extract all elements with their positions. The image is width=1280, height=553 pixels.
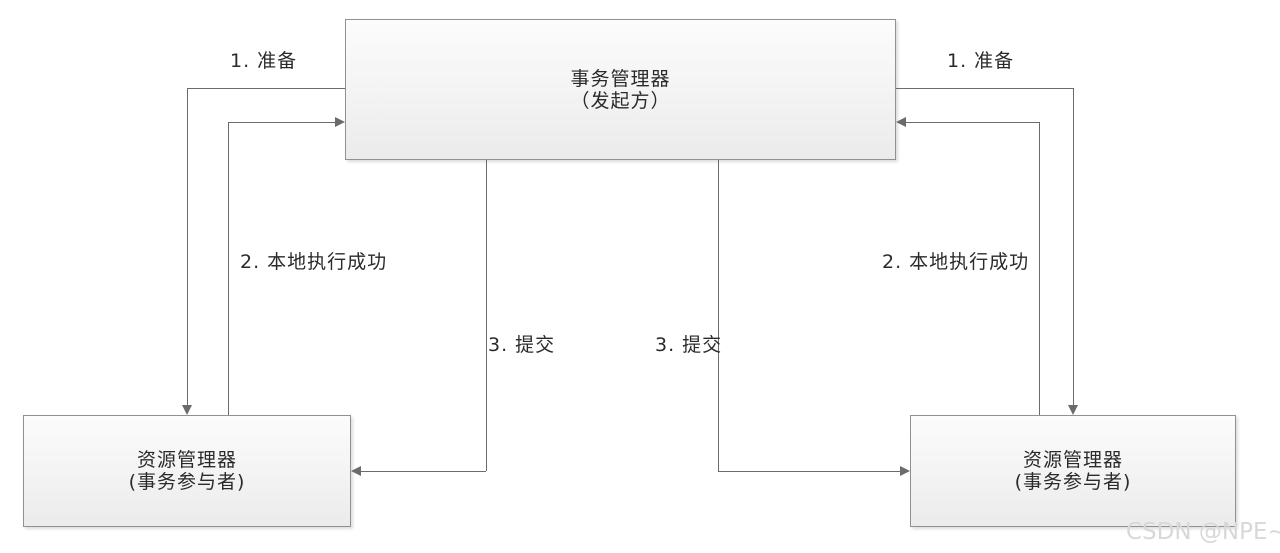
arrowhead-down-icon — [182, 405, 192, 415]
connector-line-commit-right-vertical — [718, 160, 719, 471]
arrowhead-left-icon — [351, 466, 361, 476]
node-transaction-manager-subtitle: （发起方） — [570, 89, 671, 112]
edge-label-commit-left: 3. 提交 — [488, 334, 556, 356]
edge-label-commit-right: 3. 提交 — [655, 334, 723, 356]
connector-line-prepare-right-horizontal — [896, 88, 1073, 89]
csdn-watermark: CSDN @NPE~ — [1126, 519, 1280, 545]
node-resource-manager-left-title: 资源管理器 — [136, 449, 237, 471]
node-resource-manager-right-subtitle: (事务参与者) — [1014, 471, 1132, 493]
arrowhead-right-icon — [900, 466, 910, 476]
arrowhead-right-icon — [335, 117, 345, 127]
connector-line-success-left-horizontal — [228, 122, 337, 123]
connector-line-prepare-left-horizontal — [187, 88, 345, 89]
connector-line-commit-left-horizontal — [360, 471, 486, 472]
node-transaction-manager: 事务管理器 （发起方） — [345, 19, 896, 160]
edge-label-prepare-right: 1. 准备 — [947, 50, 1015, 72]
edge-label-local-success-right: 2. 本地执行成功 — [882, 251, 1030, 273]
connector-line-success-right-vertical — [1039, 122, 1040, 415]
connector-line-prepare-left-vertical — [187, 88, 188, 406]
node-resource-manager-left-subtitle: (事务参与者) — [128, 471, 246, 493]
node-resource-manager-right-title: 资源管理器 — [1022, 449, 1123, 471]
node-transaction-manager-title: 事务管理器 — [570, 67, 671, 90]
connector-line-success-left-vertical — [228, 122, 229, 415]
arrowhead-down-icon — [1068, 405, 1078, 415]
node-resource-manager-right: 资源管理器 (事务参与者) — [910, 415, 1236, 527]
node-resource-manager-left: 资源管理器 (事务参与者) — [23, 415, 351, 527]
edge-label-prepare-left: 1. 准备 — [230, 50, 298, 72]
connector-line-commit-left-vertical — [486, 160, 487, 471]
connector-line-commit-right-horizontal — [718, 471, 901, 472]
arrowhead-left-icon — [896, 117, 906, 127]
connector-line-success-right-horizontal — [905, 122, 1040, 123]
edge-label-local-success-left: 2. 本地执行成功 — [240, 251, 388, 273]
connector-line-prepare-right-vertical — [1073, 88, 1074, 406]
